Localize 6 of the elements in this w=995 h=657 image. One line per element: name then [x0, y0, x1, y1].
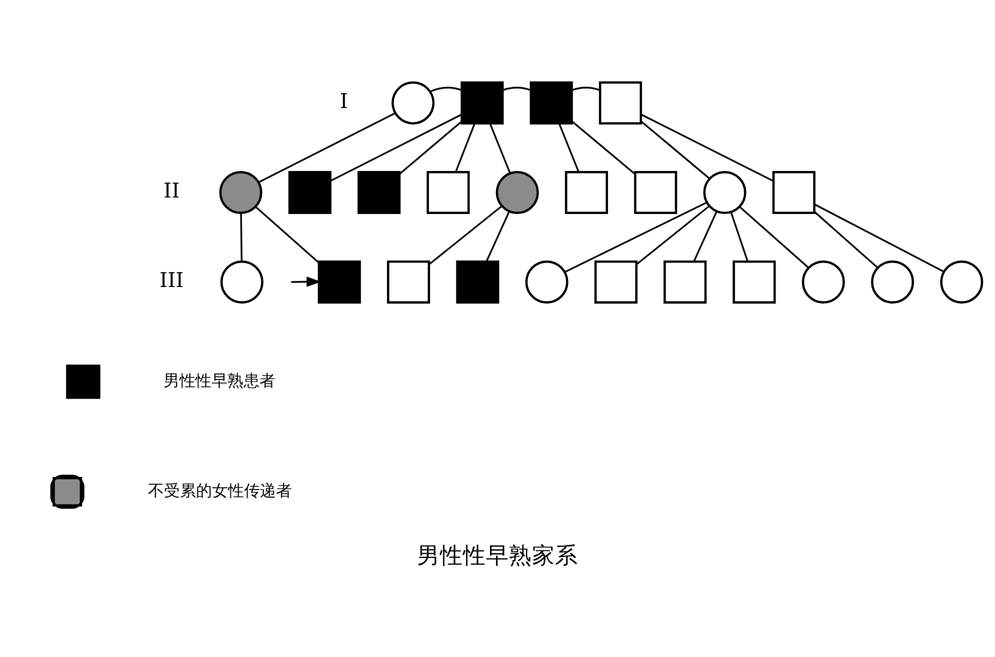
- caption: 男性性早熟家系: [417, 543, 578, 570]
- legend-label: 男性性早熟患者: [164, 370, 276, 390]
- label: II: [164, 178, 180, 202]
- legend-label: 不受累的女性传递者: [148, 480, 292, 500]
- label: I: [340, 88, 348, 113]
- label: III: [160, 268, 184, 292]
